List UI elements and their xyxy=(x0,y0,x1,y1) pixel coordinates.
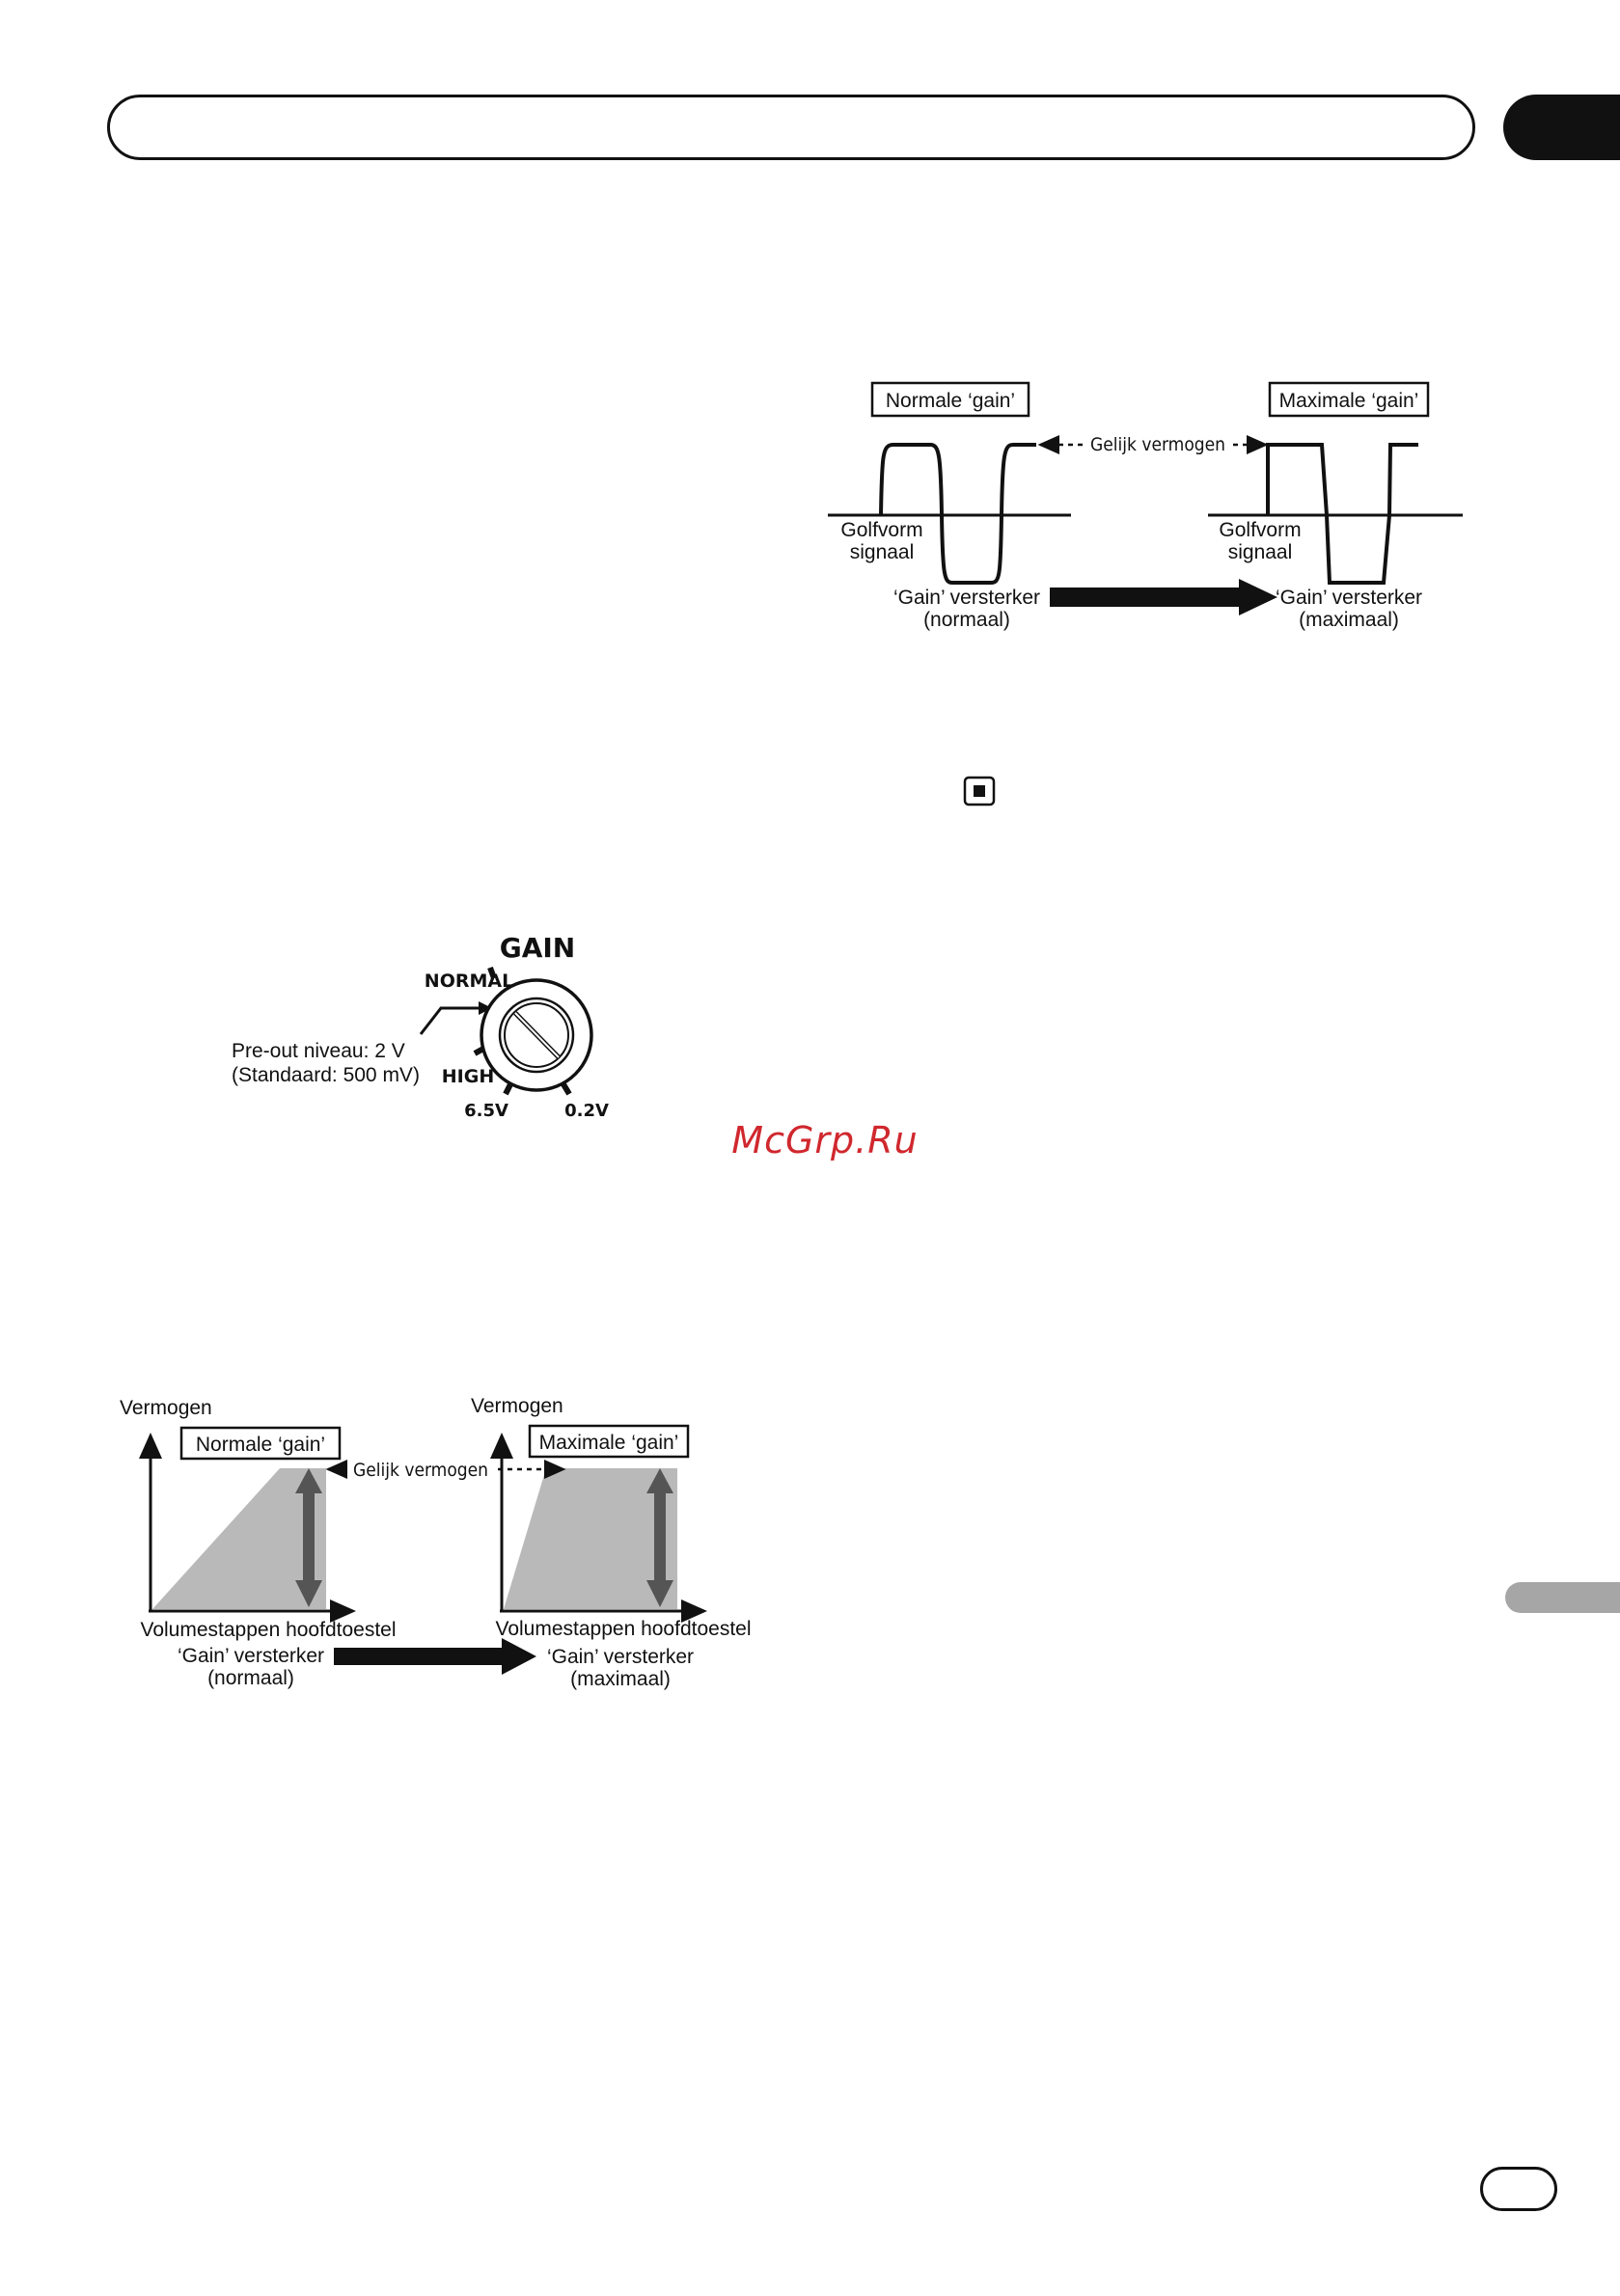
equal-power-label: Gelijk vermogen xyxy=(1090,434,1225,455)
pointer-line xyxy=(419,1006,480,1035)
normal-waveform xyxy=(879,443,1036,585)
max-gain-box xyxy=(1268,381,1430,418)
double-arrow-left-icon xyxy=(295,1468,322,1607)
equal-power-label-2: Gelijk vermogen xyxy=(353,1460,488,1481)
watermark: McGrp.Ru xyxy=(731,1119,919,1162)
gain-title: GAIN xyxy=(500,932,576,964)
x-label-right: Volumestappen hoofdtoestel xyxy=(495,1618,751,1640)
normal-gain-box-2 xyxy=(179,1426,342,1461)
value-0-2v: 0.2V xyxy=(564,1101,609,1121)
amp-max-label-2: (maximaal) xyxy=(1299,609,1399,631)
signal-label-left-1: Golfvorm xyxy=(840,519,922,541)
signal-label-right-1: Golfvorm xyxy=(1219,519,1301,541)
amp-normal-label-2: (normaal) xyxy=(923,609,1010,631)
max-gain-label: Maximale ‘gain’ xyxy=(1279,390,1419,412)
waveform-diagram: Normale ‘gain’ Maximale ‘gain’ Gelijk ve… xyxy=(828,381,1463,631)
max-gain-label-2: Maximale ‘gain’ xyxy=(539,1432,679,1454)
end-mark-icon xyxy=(963,776,996,806)
amp-max-label-4: (maximaal) xyxy=(570,1668,671,1690)
max-waveform xyxy=(1266,443,1418,585)
y-label-right: Vermogen xyxy=(471,1395,563,1417)
signal-label-left-2: signaal xyxy=(850,541,915,563)
gain-knob-diagram: GAIN NORMAL HIGH 6.5V 0.2V Pre-out nivea… xyxy=(232,932,609,1121)
big-arrow-icon-2 xyxy=(334,1638,536,1675)
power-diagram: Vermogen Vermogen Normale ‘gain’ Maximal… xyxy=(120,1395,752,1690)
max-gain-box-2 xyxy=(528,1424,690,1459)
amp-normal-label-3: ‘Gain’ versterker xyxy=(178,1645,324,1667)
amp-normal-label-1: ‘Gain’ versterker xyxy=(893,587,1040,609)
chapter-tab xyxy=(1503,95,1620,160)
double-arrow-right-icon xyxy=(646,1468,673,1607)
value-6-5v: 6.5V xyxy=(464,1101,508,1121)
amp-max-label-3: ‘Gain’ versterker xyxy=(547,1646,694,1668)
normal-gain-label-2: Normale ‘gain’ xyxy=(196,1434,325,1456)
y-label-left: Vermogen xyxy=(120,1397,212,1419)
normal-gain-box xyxy=(870,381,1030,418)
preout-note-2: (Standaard: 500 mV) xyxy=(232,1064,420,1086)
normal-label: NORMAL xyxy=(425,970,513,992)
power-ramp-right xyxy=(504,1468,677,1609)
power-ramp-left xyxy=(152,1468,326,1609)
pointer-arrowhead-icon xyxy=(479,1001,492,1015)
big-arrow-icon xyxy=(1050,579,1277,615)
page-number-pill xyxy=(1480,2167,1557,2211)
header-bar xyxy=(107,95,1475,160)
section-side-tab xyxy=(1505,1582,1620,1613)
normal-gain-label: Normale ‘gain’ xyxy=(886,390,1015,412)
high-label: HIGH xyxy=(442,1066,494,1087)
amp-normal-label-4: (normaal) xyxy=(207,1667,294,1689)
preout-note-1: Pre-out niveau: 2 V xyxy=(232,1040,405,1062)
signal-label-right-2: signaal xyxy=(1228,541,1293,563)
x-label-left: Volumestappen hoofdtoestel xyxy=(140,1619,396,1641)
gain-knob-icon xyxy=(473,966,593,1096)
amp-max-label-1: ‘Gain’ versterker xyxy=(1276,587,1422,609)
